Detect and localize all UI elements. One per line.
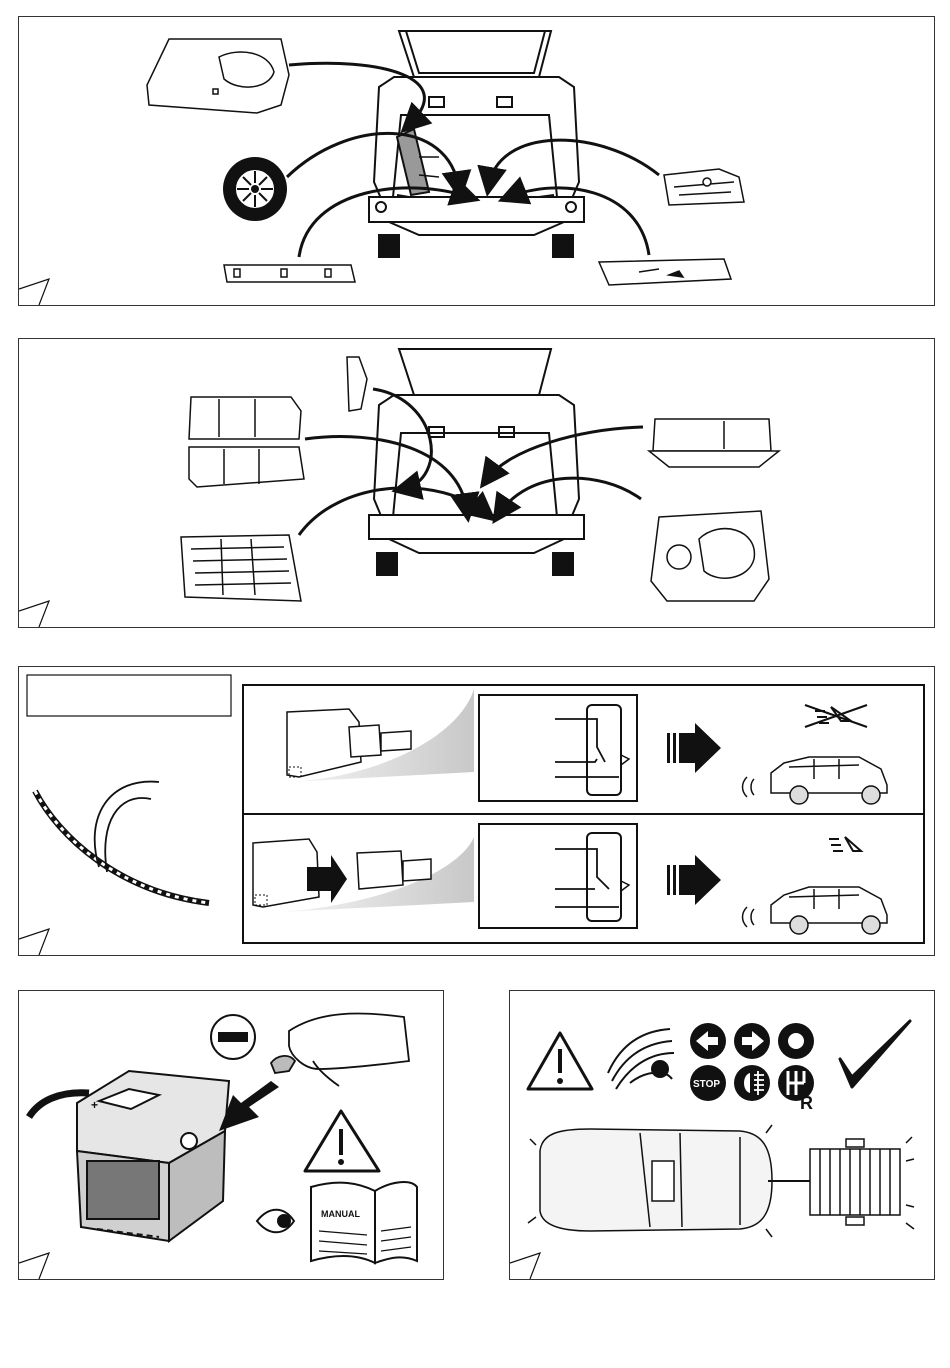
panel-final-check: STOP R [509,990,935,1280]
side-cover-icon [347,357,367,411]
panel-battery-disconnect: + MANUAL [18,990,444,1280]
fog-light-icon [734,1065,770,1101]
arrow-right-icon [667,855,721,905]
left-indicator-icon [690,1023,726,1059]
manual-book-icon [311,1182,417,1263]
panel-remove-covers-drawing [19,339,934,627]
connector-icon [287,689,474,782]
panel-remove-trim-drawing [19,17,934,305]
panel-remove-covers [18,338,935,628]
connector-icon [253,837,474,912]
car-side-icon [743,887,888,934]
stop-label: STOP [693,1079,720,1090]
panel-remove-trim [18,16,935,306]
panel-battery-drawing: + MANUAL [19,991,443,1279]
panel-wiring-drawing [19,667,934,955]
car-rear-open-tailgate-icon [369,349,584,575]
floor-tub-icon [651,511,769,601]
battery-plus-label: + [91,1098,98,1112]
cargo-cover-icon [189,397,304,487]
car-top-view-icon [528,1125,772,1237]
manual-label: MANUAL [321,1209,360,1219]
sill-trim-icon [224,265,355,282]
battery-icon [29,1071,229,1241]
warning-triangle-icon [305,1111,379,1171]
hand-icon [271,1014,409,1086]
switch-schematic-icon [479,695,637,801]
spare-wheel-icon [223,157,287,221]
cable-harness-icon [35,782,209,903]
car-side-icon [743,757,888,804]
jack-tool-icon [664,169,744,205]
floor-board-icon [181,535,301,601]
right-indicator-icon [734,1023,770,1059]
warning-triangle-icon [528,1033,592,1089]
trailer-icon [810,1137,914,1229]
reverse-gear-label: R [800,1093,813,1113]
panel-wiring [18,666,935,956]
fog-lamp-icon [829,837,861,851]
check-mark-icon [840,1021,910,1087]
fog-lamp-crossed-icon [805,705,867,727]
eye-icon [608,1029,674,1089]
rear-trim-icon [599,259,731,285]
switch-schematic-icon [479,824,637,928]
empty-label-box [27,675,231,716]
panel-final-check-drawing: STOP R [510,991,934,1279]
arrow-right-icon [667,723,721,773]
hazard-lamp-icon [778,1023,814,1059]
side-trim-panel-icon [147,39,289,113]
eye-icon [257,1210,294,1233]
car-rear-open-tailgate-icon [369,31,584,257]
minus-icon [211,1015,255,1059]
storage-tray-icon [649,419,779,467]
